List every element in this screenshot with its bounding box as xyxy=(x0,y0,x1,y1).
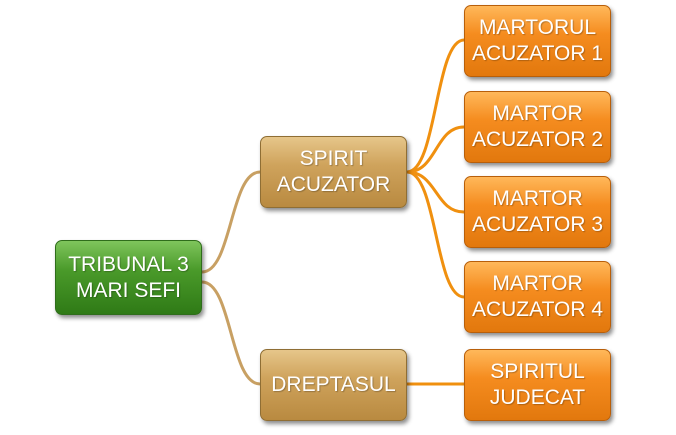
node-spirit-acuzator: SPIRIT ACUZATOR xyxy=(260,136,407,208)
node-label: TRIBUNAL 3 MARI SEFI xyxy=(68,252,189,302)
connector-spirit-to-martor-2 xyxy=(406,125,465,174)
connector-root-to-dreptasul xyxy=(201,280,261,386)
node-martorul-acuzator-1: MARTORUL ACUZATOR 1 xyxy=(464,5,611,77)
node-label: SPIRIT ACUZATOR xyxy=(276,147,391,196)
node-label: SPIRITUL JUDECAT xyxy=(489,360,586,409)
node-label: MARTORUL ACUZATOR 1 xyxy=(471,16,604,65)
node-spiritul-judecat: SPIRITUL JUDECAT xyxy=(464,349,611,421)
node-martor-acuzator-4: MARTOR ACUZATOR 4 xyxy=(464,261,611,333)
node-martor-acuzator-2: MARTOR ACUZATOR 2 xyxy=(464,91,611,163)
node-label: MARTOR ACUZATOR 3 xyxy=(471,187,604,236)
connector-spirit-to-martor-4 xyxy=(406,170,465,299)
node-martor-acuzator-3: MARTOR ACUZATOR 3 xyxy=(464,176,611,248)
node-tribunal-3-mari-sefi: TRIBUNAL 3 MARI SEFI xyxy=(55,240,202,315)
node-dreptasul: DREPTASUL xyxy=(260,349,407,421)
connector-spirit-to-martor-3 xyxy=(406,170,465,214)
node-label: DREPTASUL xyxy=(271,373,396,396)
node-label: MARTOR ACUZATOR 4 xyxy=(471,272,604,321)
node-label: MARTOR ACUZATOR 2 xyxy=(471,102,604,151)
connector-root-to-spirit-acuzator xyxy=(201,170,261,274)
connector-spirit-to-martor-1 xyxy=(406,38,465,174)
